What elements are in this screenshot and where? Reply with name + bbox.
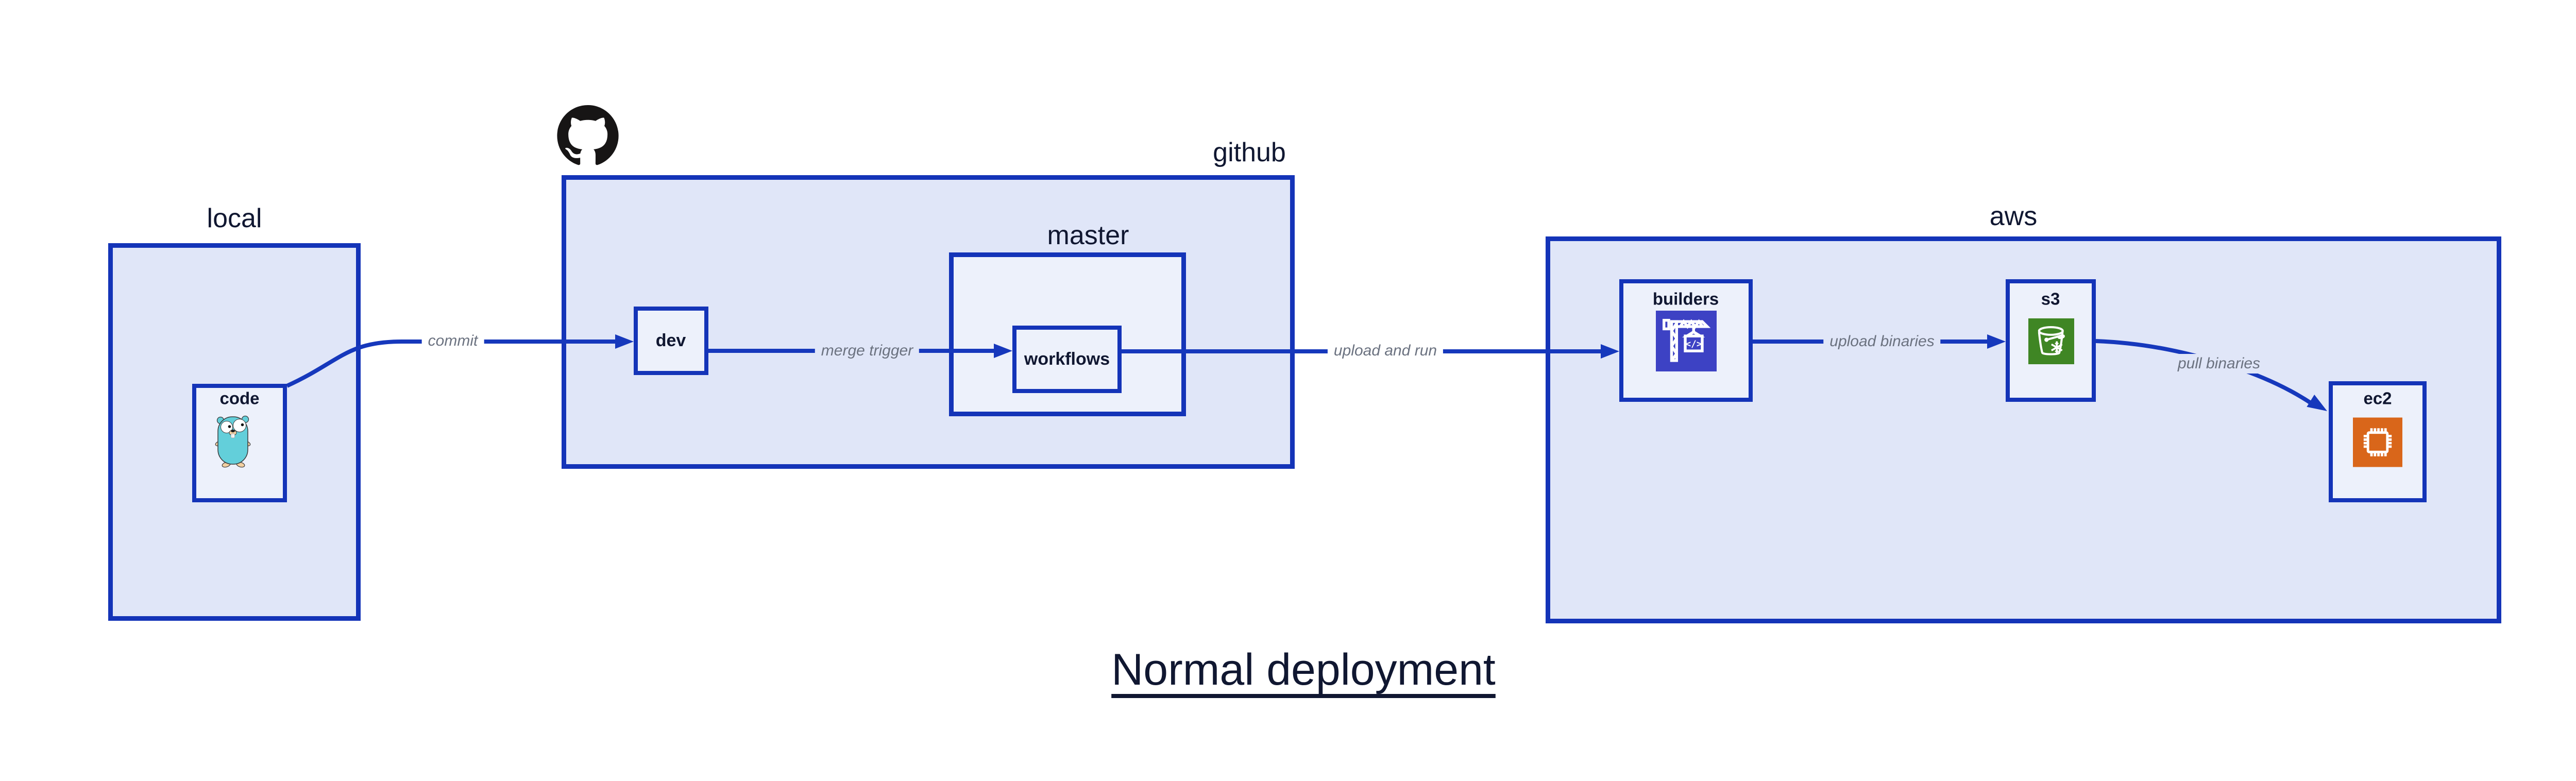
github-group-label: github: [1213, 138, 1286, 167]
edge-label-upload-and-run: upload and run: [1327, 341, 1444, 361]
s3-glacier-bucket-icon: [2028, 318, 2074, 364]
s3-node-label: s3: [2041, 289, 2060, 309]
diagram-title: Normal deployment: [1111, 645, 1496, 694]
edge-label-merge-trigger: merge trigger: [815, 341, 920, 361]
master-group-label: master: [1047, 220, 1129, 250]
edge-label-pull-binaries: pull binaries: [2171, 354, 2267, 373]
edge-label-commit: commit: [421, 331, 484, 351]
go-gopher-icon: [212, 414, 253, 468]
workflows-node-label: workflows: [1024, 349, 1110, 369]
edge-label-upload-binaries: upload binaries: [1823, 332, 1941, 351]
aws-group-label: aws: [1989, 201, 2038, 231]
code-node-label: code: [219, 388, 260, 408]
codebuild-crane-icon: </>: [1655, 311, 1717, 371]
ec2-node-label: ec2: [2363, 388, 2392, 408]
github-octocat-icon: [557, 105, 619, 165]
dev-node-box: [634, 307, 708, 375]
ec2-chip-icon: [2353, 417, 2402, 467]
local-group-label: local: [207, 203, 262, 233]
svg-text:</>: </>: [1686, 339, 1702, 349]
workflows-node-box: [1012, 326, 1122, 393]
dev-node-label: dev: [655, 331, 686, 350]
builders-node-label: builders: [1652, 289, 1719, 309]
